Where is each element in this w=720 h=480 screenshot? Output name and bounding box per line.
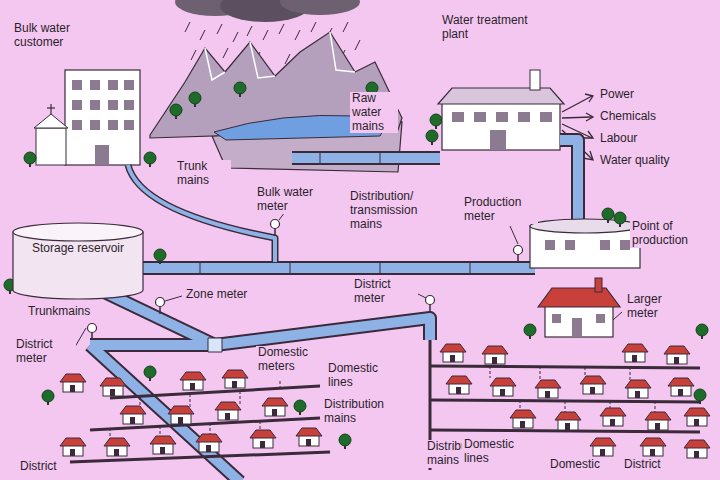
callout-label: Bulk water customer (12, 22, 96, 50)
callout-label: Larger meter (625, 293, 689, 321)
callout-label: Distribution/ transmission mains (348, 190, 444, 231)
callout-label: Zone meter (184, 288, 249, 302)
callout-label: Labour (598, 132, 639, 146)
bulk-customer-building (24, 70, 156, 167)
callout-label: Domestic (548, 458, 602, 472)
callout-label: Distribution mains (425, 440, 463, 468)
node-text: Storage reservoir (12, 222, 144, 262)
callout-label: Water quality (598, 154, 672, 168)
left-houses (42, 366, 351, 456)
callout-label: Trunk mains (175, 160, 231, 188)
water-pipes (90, 140, 578, 480)
callout-label: Water treatment plant (440, 14, 554, 42)
production-building (530, 208, 640, 268)
right-district-mains (430, 340, 700, 470)
callout-label: District (622, 458, 663, 472)
callout-label: District (18, 460, 59, 474)
reservoir-cylinder (12, 222, 144, 300)
callout-label: Power (598, 88, 636, 102)
callout-label: District meter (352, 278, 418, 306)
callout-label: Domestic lines (326, 362, 390, 390)
callout-label: Domestic lines (462, 438, 528, 466)
callout-label: Bulk water meter (255, 186, 331, 214)
callout-label: Chemicals (598, 110, 658, 124)
callout-label: Point of production (630, 220, 714, 248)
callout-label: Trunkmains (26, 305, 92, 319)
callout-label: Production meter (462, 196, 538, 224)
callout-label: Raw water mains (350, 92, 398, 133)
larger-consumer-house (538, 278, 622, 337)
callout-label: Domestic meters (256, 346, 326, 374)
callout-label: District meter (14, 338, 76, 366)
storage-reservoir: Storage reservoir (12, 222, 144, 300)
callout-label: Distribution mains (322, 398, 408, 426)
